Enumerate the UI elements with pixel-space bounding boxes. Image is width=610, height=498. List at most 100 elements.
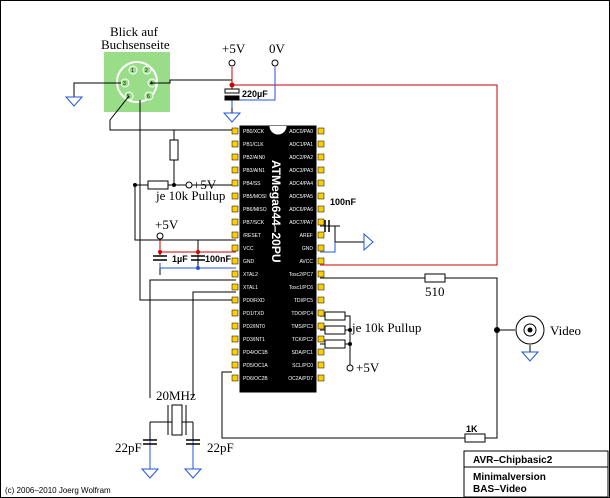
capacitor-1uf [153, 255, 167, 261]
chip-pin-left-label: PB6/MISO [243, 207, 267, 213]
chip-pin-right-label: OC2A/PD7 [288, 376, 313, 382]
capacitor-22pf-right [186, 439, 200, 445]
chip-pin-left-label: PD1/TXD [243, 311, 265, 317]
title-block-line2: BAS–Video [473, 484, 527, 495]
capacitor-100nf-left [191, 255, 205, 261]
ic-chip [239, 125, 317, 393]
chip-pin-left [231, 257, 239, 265]
chip-pin-right-label: TMS/PC3 [291, 324, 313, 330]
chip-pin-left [231, 374, 239, 382]
chip-pin-left [231, 231, 239, 239]
title-block-title: AVR–Chipbasic2 [473, 455, 553, 466]
chip-pin-right-label: ADC0/PA0 [289, 129, 313, 135]
resistor-pullup-tck [324, 339, 346, 349]
din-pin-6-label: 6 [147, 94, 150, 100]
chip-pin-left [231, 296, 239, 304]
chip-name: ATMega644–20PU [269, 160, 283, 263]
chip-pin-right-label: ADC1/PA1 [289, 142, 313, 148]
chip-pin-left [231, 166, 239, 174]
chip-pin-right-label: GND [302, 246, 314, 252]
plus5v-label-pullup: +5V [193, 177, 217, 192]
chip-pin-right [317, 244, 325, 252]
chip-pin-left [231, 322, 239, 330]
chip-pin-left-label: PB7/SCK [243, 220, 265, 226]
r1k-label: 1K [466, 424, 478, 434]
chip-pin-left [231, 140, 239, 148]
din-pin-2-label: 2 [145, 68, 148, 74]
chip-pin-left-label: XTAL2 [243, 272, 258, 278]
chip-pin-right-label: AREF [300, 233, 313, 239]
crystal-label: 20MHz [156, 388, 196, 403]
chip-pin-right [317, 270, 325, 278]
chip-pin-left [231, 179, 239, 187]
c22-right-label: 22pF [207, 440, 234, 455]
zero-v-label: 0V [269, 41, 286, 56]
chip-pin-right [317, 374, 325, 382]
chip-pin-left [231, 283, 239, 291]
capacitor-22pf-left [143, 439, 157, 445]
chip-pin-left-label: PB5/MOSI [243, 194, 267, 200]
chip-pin-left-label: XTAL1 [243, 285, 258, 291]
chip-pin-right [317, 283, 325, 291]
video-label: Video [550, 323, 581, 338]
chip-pin-right [317, 361, 325, 369]
chip-pin-left [231, 205, 239, 213]
r510-label: 510 [425, 284, 445, 299]
chip-pin-right [317, 322, 325, 330]
pullup-right-label: je 10k Pullup [351, 320, 421, 335]
chip-pin-left [231, 361, 239, 369]
gnd-junction-dots [196, 266, 200, 270]
resistor-pullup-vertical [169, 139, 179, 161]
chip-pin-right [317, 140, 325, 148]
chip-pin-left-label: PB4/SS [243, 181, 261, 187]
chip-pin-right [317, 257, 325, 265]
din-outline [116, 61, 158, 103]
chip-pin-right-label: Tosc1/PC6 [289, 285, 313, 291]
chip-pin-right [317, 296, 325, 304]
vcc-wires [159, 67, 498, 266]
chip-pin-left-label: PB2/AIN0 [243, 155, 265, 161]
chip-pin-left [231, 348, 239, 356]
plus5v-label-top: +5V [222, 41, 246, 56]
chip-pin-left-label: PD2/INT0 [243, 324, 265, 330]
c100-top-label: 100nF [330, 197, 357, 207]
din-pin-1-label: 1 [131, 68, 134, 74]
chip-pin-left-label: VCC [243, 246, 254, 252]
chip-pin-right [317, 127, 325, 135]
chip-pin-right [317, 335, 325, 343]
din-pin-3-label: 3 [123, 81, 126, 87]
capacitor-100nf-top [324, 220, 330, 232]
video-connector [515, 315, 545, 345]
chip-pin-right-label: ADC5/PA5 [289, 194, 313, 200]
copyright-text: (c) 2006–2010 Joerg Wolfram [5, 486, 111, 495]
chip-pin-right [317, 231, 325, 239]
chip-pin-left-label: PD3/INT1 [243, 337, 265, 343]
pullup-top-label: je 10k Pullup [155, 188, 225, 203]
plus5v-label-right: +5V [356, 360, 380, 375]
chip-pin-left [231, 335, 239, 343]
title-block-line1: Minimalversion [473, 472, 546, 483]
chip-pin-right-label: SDA/PC1 [292, 350, 314, 356]
c1u-label: 1µF [172, 254, 188, 264]
capacitor-220uf [224, 88, 240, 101]
chip-pin-right [317, 205, 325, 213]
gnd-wires [159, 67, 336, 269]
chip-pin-left-label: GND [243, 259, 255, 265]
chip-pin-left [231, 127, 239, 135]
ground-symbols [64, 96, 540, 479]
chip-pin-left [231, 244, 239, 252]
chip-pin-left-label: PB1/CLK [243, 142, 264, 148]
chip-pin-right-label: ADC7/PA7 [289, 220, 313, 226]
crystal [167, 404, 187, 436]
title-block [463, 450, 609, 498]
resistor-510 [424, 273, 446, 283]
resistor-pullup-tms [324, 325, 346, 335]
chip-pin-right-label: TDI/PC5 [294, 298, 313, 304]
resistor-pullup-horizontal [147, 180, 169, 190]
c22-left-label: 22pF [115, 440, 142, 455]
chip-pin-right-label: ADC4/PA4 [289, 181, 313, 187]
resistor-1k [464, 433, 486, 443]
chip-pin-right [317, 166, 325, 174]
